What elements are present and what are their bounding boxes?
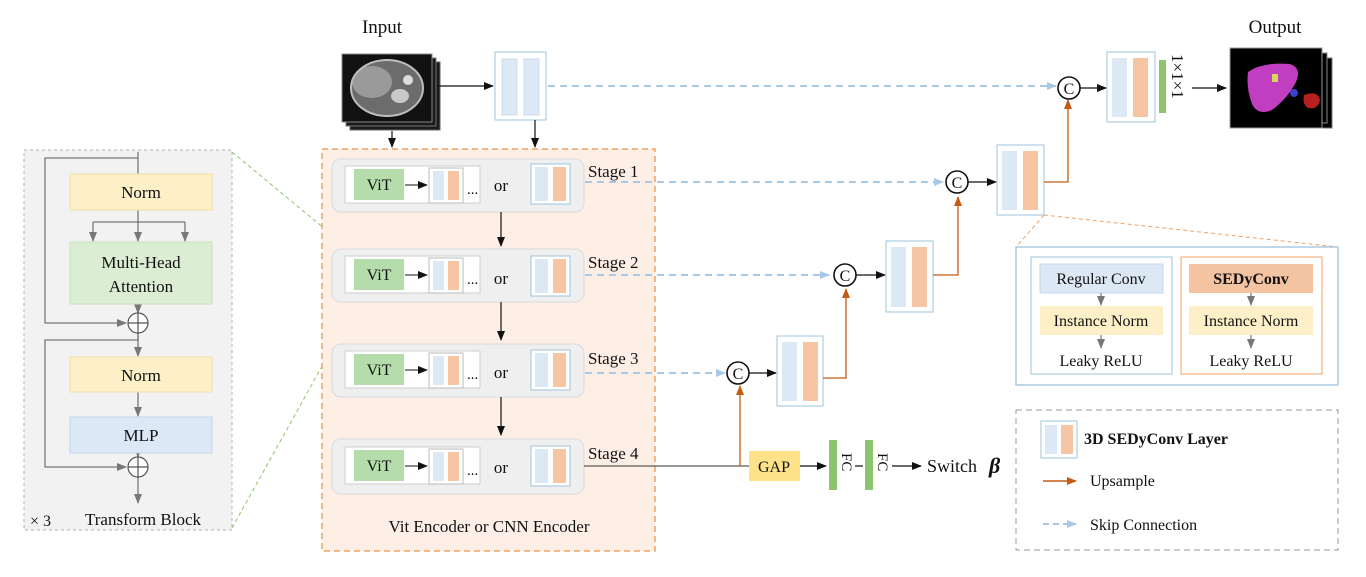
or-label-1: or <box>494 176 509 195</box>
sedyconv-label: SEDyConv <box>1213 271 1289 288</box>
norm-box-bottom <box>69 356 213 393</box>
ellipsis-3: ... <box>467 367 478 383</box>
vit-block-2 <box>354 259 404 290</box>
attention-box <box>69 241 213 305</box>
norm-label-bottom: Norm <box>121 366 161 385</box>
input-ct-stack <box>341 53 441 131</box>
or-label-4: or <box>494 458 509 477</box>
legend-skip-label: Skip Connection <box>1090 517 1197 534</box>
regular-conv-box <box>1039 263 1164 294</box>
conv-detail-panel: Regular Conv Instance Norm Leaky ReLU SE… <box>1015 246 1339 386</box>
ellipsis-4: ... <box>467 463 478 479</box>
skip-connections <box>548 82 1057 377</box>
input-label: Input <box>362 17 403 38</box>
conv-1x1x1-bar <box>1159 60 1166 113</box>
legend: 3D SEDyConv Layer Upsample Skip Connecti… <box>1015 409 1339 551</box>
ellipsis-1: ... <box>467 182 478 198</box>
norm-box-top <box>69 173 213 211</box>
fc-bar-2 <box>865 440 873 490</box>
vit-block-1 <box>354 169 404 200</box>
stage-2-row: ViT ... or Stage 2 <box>331 248 639 303</box>
stage-3-row: ViT ... or Stage 3 <box>331 343 639 398</box>
sedyconv-box <box>1189 264 1313 293</box>
gap-box <box>749 451 800 481</box>
stage-3-label: Stage 3 <box>588 349 639 368</box>
sedy-norm-box <box>1189 306 1313 335</box>
decoder-layer-3 <box>776 335 824 407</box>
attention-label-line1: Multi-Head <box>101 253 181 272</box>
vit-label-1: ViT <box>367 177 392 194</box>
stage-4-label: Stage 4 <box>588 444 639 463</box>
vit-label-4: ViT <box>367 458 392 475</box>
kernel-size-label: 1×1×1 <box>1168 54 1187 99</box>
stage-1-label: Stage 1 <box>588 162 639 181</box>
sedy-norm-label: Instance Norm <box>1204 313 1299 330</box>
regular-conv-label: Regular Conv <box>1056 271 1145 288</box>
fc-bar-1 <box>829 440 837 490</box>
vit-label-3: ViT <box>367 362 392 379</box>
regular-norm-box <box>1040 306 1163 335</box>
or-label-2: or <box>494 269 509 288</box>
legend-layer-label: 3D SEDyConv Layer <box>1084 431 1228 448</box>
residual-add-icon-2 <box>127 456 149 478</box>
regular-norm-label: Instance Norm <box>1054 313 1149 330</box>
decoder-layer-2 <box>885 240 934 313</box>
norm-label-top: Norm <box>121 183 161 202</box>
decoder-layer-1 <box>996 144 1045 216</box>
output-label: Output <box>1249 17 1303 38</box>
mlp-label: MLP <box>124 426 159 445</box>
or-label-3: or <box>494 363 509 382</box>
beta-symbol: β <box>988 453 1001 478</box>
ellipsis-2: ... <box>467 272 478 288</box>
legend-layer-icon <box>1040 420 1078 459</box>
repeat-count: × 3 <box>30 513 51 530</box>
concat-label-3: C <box>733 366 744 383</box>
stage-2-label: Stage 2 <box>588 253 639 272</box>
vit-block-4 <box>354 450 404 481</box>
sedy-act-label: Leaky ReLU <box>1209 353 1293 370</box>
output-seg-stack <box>1229 47 1333 129</box>
vit-label-2: ViT <box>367 267 392 284</box>
residual-add-icon <box>127 312 149 334</box>
stage-1-row: ViT ... or Stage 1 <box>331 158 639 213</box>
attention-label-line2: Attention <box>109 277 174 296</box>
concat-label-2: C <box>840 268 851 285</box>
fc-label-2: FC <box>874 453 890 471</box>
encoder-caption: Vit Encoder or CNN Encoder <box>388 517 589 536</box>
input-conv-layer <box>494 51 547 121</box>
detail-zoom-line-left <box>1015 214 1045 248</box>
concat-label-0: C <box>1064 81 1075 98</box>
gap-label: GAP <box>758 459 790 476</box>
mlp-box <box>69 416 213 454</box>
legend-upsample-label: Upsample <box>1090 473 1155 490</box>
vit-block-3 <box>354 354 404 385</box>
decoder-layer-0 <box>1106 51 1156 123</box>
transform-block: Norm Multi-Head Attention Norm MLP × 3 T… <box>23 149 233 531</box>
switch-label: Switch <box>927 456 977 476</box>
stage-4-row: ViT ... or Stage 4 <box>331 438 639 495</box>
detail-zoom-line-right <box>1043 214 1339 248</box>
concat-label-1: C <box>952 175 963 192</box>
transform-block-caption: Transform Block <box>85 510 202 529</box>
regular-act-label: Leaky ReLU <box>1059 353 1143 370</box>
fc-label-1: FC <box>838 453 854 471</box>
